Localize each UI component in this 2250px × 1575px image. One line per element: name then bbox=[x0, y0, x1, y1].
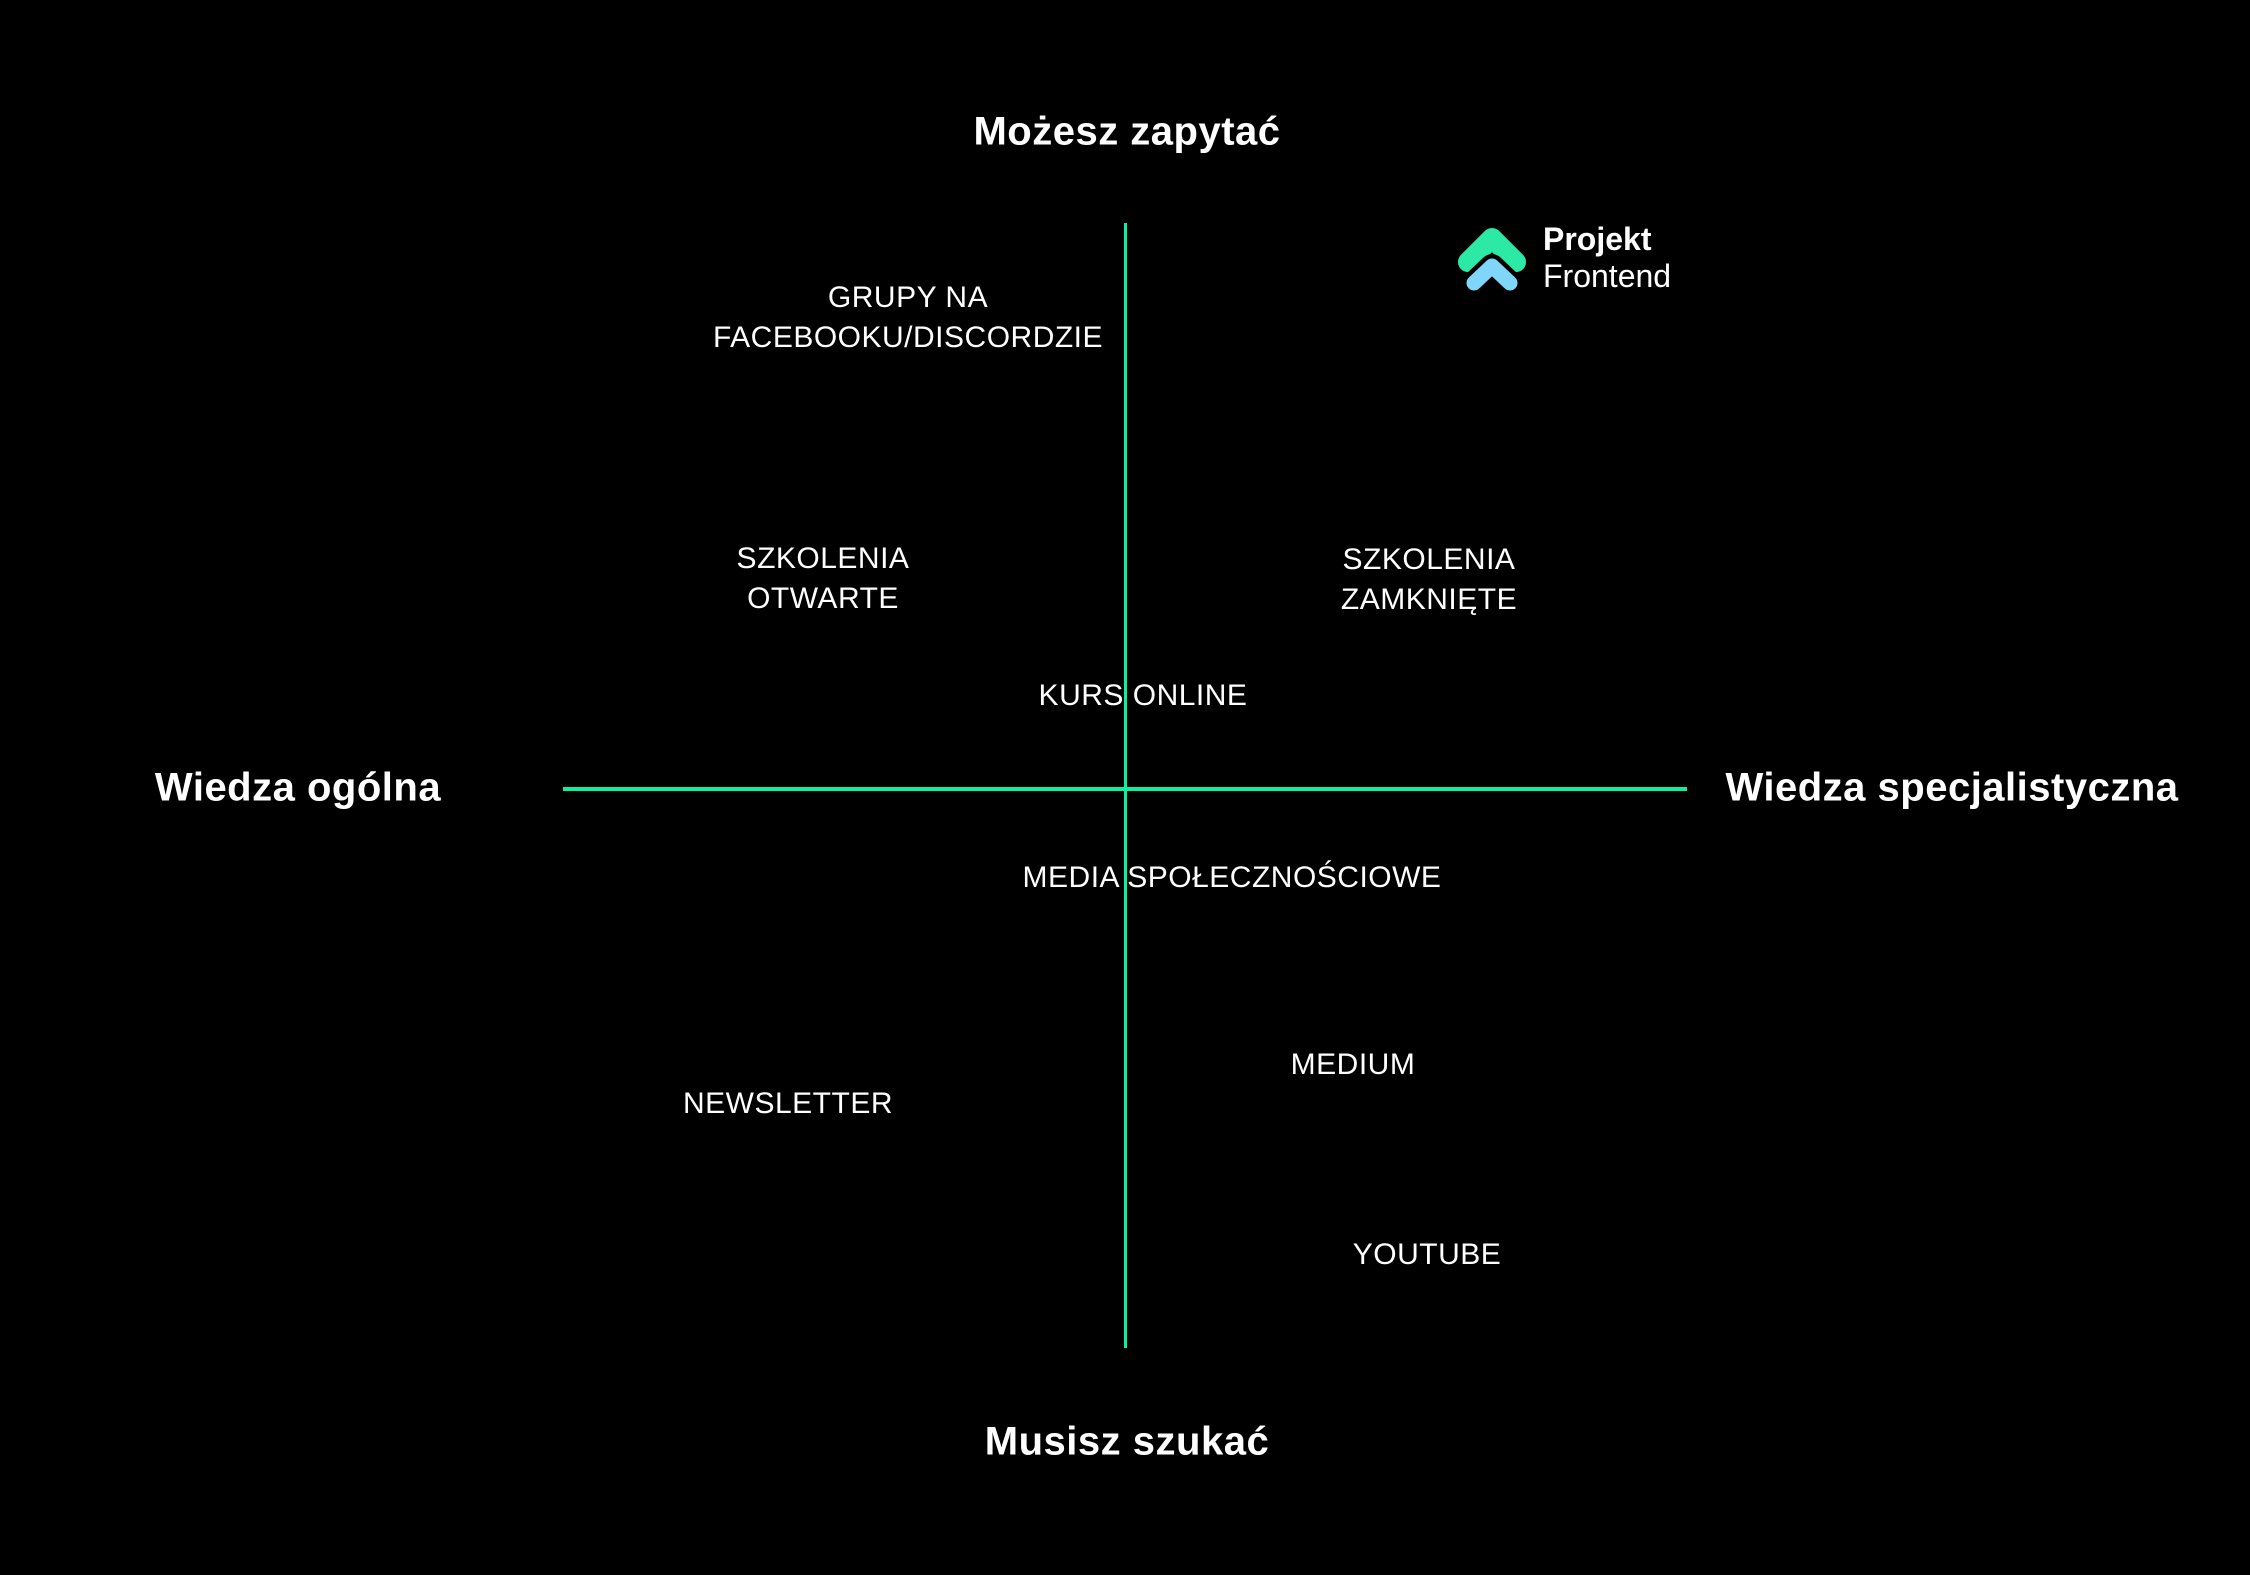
item-youtube: YOUTUBE bbox=[1352, 1238, 1502, 1271]
item-open-trainings: SZKOLENIA OTWARTE bbox=[736, 542, 910, 615]
item-medium: MEDIUM bbox=[1290, 1048, 1416, 1081]
horizontal-axis-line bbox=[563, 787, 1687, 791]
axis-label-top: Możesz zapytać bbox=[973, 109, 1281, 154]
logo-wordmark: Projekt Frontend bbox=[1543, 221, 1671, 294]
item-closed-trainings: SZKOLENIA ZAMKNIĘTE bbox=[1340, 543, 1518, 616]
item-social-media: MEDIA SPOŁECZNOŚCIOWE bbox=[1022, 861, 1442, 894]
projekt-frontend-logo: Projekt Frontend bbox=[1457, 221, 1671, 294]
axis-label-left: Wiedza ogólna bbox=[154, 765, 442, 810]
vertical-axis-line bbox=[1124, 223, 1127, 1348]
item-online-course: KURS ONLINE bbox=[1038, 679, 1248, 712]
axis-label-bottom: Musisz szukać bbox=[984, 1419, 1270, 1464]
item-facebook-discord-groups: GRUPY NA FACEBOOKU/DISCORDZIE bbox=[712, 281, 1104, 354]
logo-name-top: Projekt bbox=[1543, 221, 1652, 257]
item-newsletter: NEWSLETTER bbox=[682, 1087, 894, 1120]
logo-name-bottom: Frontend bbox=[1543, 258, 1672, 294]
axis-label-right: Wiedza specjalistyczna bbox=[1725, 765, 2179, 810]
double-chevron-up-icon bbox=[1458, 228, 1526, 293]
